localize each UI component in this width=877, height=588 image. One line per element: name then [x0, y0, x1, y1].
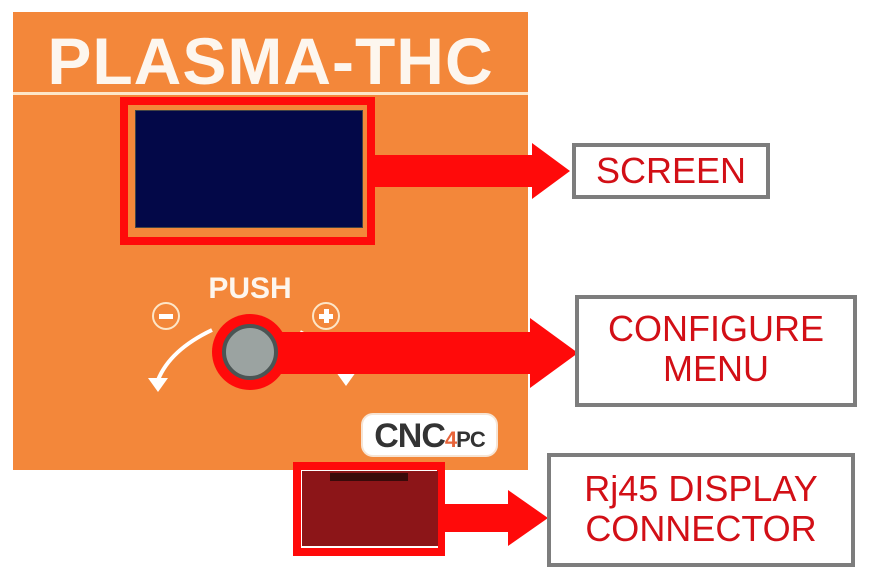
cnc4pc-logo: CNC4PC [361, 413, 498, 457]
rj45-latch [330, 473, 408, 481]
ccw-arrow-curve [156, 328, 213, 381]
rotary-knob[interactable] [222, 324, 278, 380]
configure-arrow-icon [250, 318, 578, 388]
title-divider [13, 92, 528, 95]
connector-arrow-icon [440, 490, 548, 546]
rj45-connector [302, 471, 438, 548]
device-panel: PLASMA-THC [13, 12, 528, 470]
device-title: PLASMA-THC [47, 24, 494, 98]
plus-icon [312, 302, 340, 330]
lcd-screen [135, 110, 363, 228]
ccw-arrow-head-icon [148, 378, 168, 392]
screen-arrow-icon [370, 143, 570, 199]
push-label: PUSH [208, 272, 292, 305]
screen-callout: SCREEN [572, 143, 770, 199]
rj45-connector-callout: Rj45 DISPLAY CONNECTOR [547, 453, 855, 567]
cw-arrow-head-icon [336, 372, 356, 386]
minus-icon [152, 302, 180, 330]
configure-menu-callout: CONFIGURE MENU [575, 295, 857, 407]
